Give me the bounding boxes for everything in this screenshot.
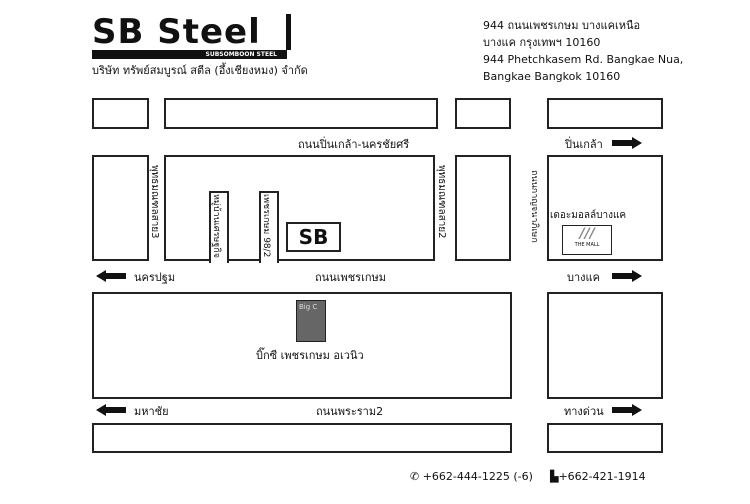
block bbox=[164, 98, 438, 129]
nakhonpathom-direction-label: นครปฐม bbox=[134, 271, 176, 284]
block bbox=[547, 98, 663, 129]
soi-98-2-label: เพชรเกษม 98/2 bbox=[261, 194, 271, 258]
pinklao-direction-label: ปิ่นเกล้า bbox=[565, 138, 603, 151]
the-mall-logo-text: THE MALL bbox=[574, 242, 600, 248]
fax-icon: ▙ bbox=[550, 470, 559, 483]
address-line: บางแค กรุงเทพฯ 10160 bbox=[483, 36, 601, 49]
block bbox=[547, 423, 663, 453]
bigc-label: บิ๊กซี เพชรเกษม อเวนิว bbox=[256, 349, 364, 362]
soi-98-2 bbox=[259, 191, 279, 263]
arrow-left-icon bbox=[96, 404, 126, 416]
bigc-logo-text: Big C bbox=[299, 303, 318, 311]
mahachai-direction-label: มหาชัย bbox=[134, 405, 169, 418]
rama2-road-label: ถนนพระราม2 bbox=[316, 405, 384, 418]
phone-icon: ✆ bbox=[410, 470, 420, 483]
phutthamonthon3-label: พุทธมณฑลสาย3 bbox=[149, 165, 160, 239]
expressway-direction-label: ทางด่วน bbox=[564, 405, 604, 418]
company-name: บริษัท ทรัพย์สมบูรณ์ สตีล (อึ้งเชียงหมง)… bbox=[92, 64, 308, 77]
arrow-right-icon bbox=[612, 404, 642, 416]
phutthamonthon2-label: พุทธมณฑลสาย2 bbox=[436, 165, 447, 239]
block bbox=[455, 98, 511, 129]
fax-contact: ▙+662-421-1914 bbox=[550, 470, 646, 483]
phetkasem-road-label: ถนนเพชรเกษม bbox=[315, 271, 387, 284]
logo-subtitle: SUBSOMBOON STEEL bbox=[92, 50, 287, 59]
block bbox=[547, 292, 663, 399]
sb-steel-logo: SB Steel SUBSOMBOON STEEL บริษัท ทรัพย์ส… bbox=[92, 14, 308, 79]
address-line: Bangkae Bangkok 10160 bbox=[483, 70, 621, 83]
bigc-logo: Big C bbox=[296, 300, 326, 342]
address-line: 944 Phetchkasem Rd. Bangkae Nua, bbox=[483, 53, 684, 66]
phone-contact: ✆ +662-444-1225 (-6) bbox=[410, 470, 533, 483]
block bbox=[92, 423, 512, 453]
village-soi-label: หมู่บ้านเศรษฐกิจ bbox=[211, 194, 221, 259]
arrow-right-icon bbox=[612, 270, 642, 282]
the-mall-label: เดอะมอลล์บางแค bbox=[550, 210, 627, 221]
soi-village bbox=[209, 191, 229, 263]
sb-marker-text: SB bbox=[298, 225, 329, 249]
logo-text: SB Steel bbox=[92, 14, 291, 50]
pinklao-road-label: ถนนปิ่นเกล้า-นครชัยศรี bbox=[298, 138, 410, 151]
sb-steel-location: SB bbox=[286, 222, 341, 252]
the-mall-logo: /// THE MALL bbox=[562, 225, 612, 255]
address: 944 ถนนเพชรเกษม บางแคเหนือ บางแค กรุงเทพ… bbox=[483, 17, 683, 85]
block bbox=[455, 155, 511, 261]
arrow-left-icon bbox=[96, 270, 126, 282]
block bbox=[92, 155, 149, 261]
bangkhae-direction-label: บางแค bbox=[567, 271, 600, 284]
arrow-right-icon bbox=[612, 137, 642, 149]
fax-number: +662-421-1914 bbox=[558, 470, 646, 483]
kanchana-road-label: ถนนกาญจนาภิเษก bbox=[529, 170, 539, 243]
phone-number: +662-444-1225 (-6) bbox=[422, 470, 533, 483]
block bbox=[92, 98, 149, 129]
address-line: 944 ถนนเพชรเกษม บางแคเหนือ bbox=[483, 19, 641, 32]
